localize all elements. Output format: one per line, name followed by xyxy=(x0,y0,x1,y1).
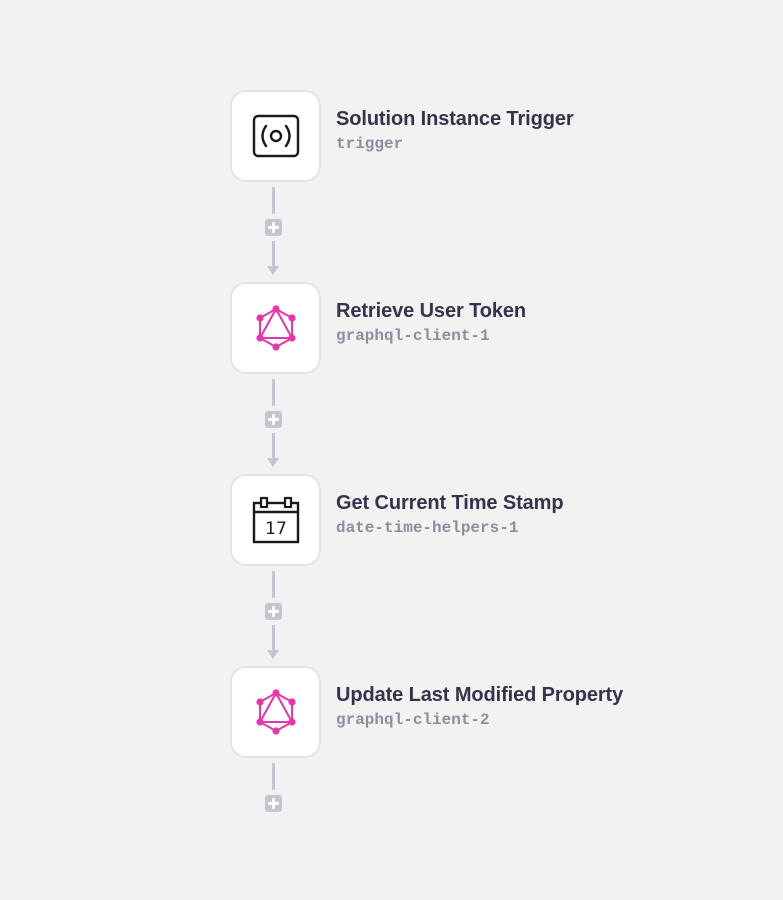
step-card[interactable] xyxy=(230,90,321,182)
step-card[interactable] xyxy=(230,282,321,374)
trigger-icon xyxy=(252,114,299,158)
step-title: Solution Instance Trigger xyxy=(336,108,574,130)
step-card[interactable]: 17 xyxy=(230,474,321,566)
connector-line xyxy=(272,571,275,598)
connector-line xyxy=(272,187,275,214)
add-step-button[interactable] xyxy=(265,603,282,620)
step-title: Get Current Time Stamp xyxy=(336,492,564,514)
add-step-button[interactable] xyxy=(265,795,282,812)
connector-line xyxy=(272,379,275,406)
graphql-icon xyxy=(255,689,296,735)
flow-step-get-current-time-stamp: 17 Get Current Time Stamp date-time-help… xyxy=(230,474,710,566)
step-key: date-time-helpers-1 xyxy=(336,519,519,537)
connector-line xyxy=(272,625,275,651)
add-step-button[interactable] xyxy=(265,219,282,236)
add-step-button[interactable] xyxy=(265,411,282,428)
step-title: Update Last Modified Property xyxy=(336,684,624,706)
calendar-day-label: 17 xyxy=(265,519,287,539)
step-connector xyxy=(264,379,284,469)
flow-step-update-last-modified-property: Update Last Modified Property graphql-cl… xyxy=(230,666,710,758)
step-card[interactable] xyxy=(230,666,321,758)
step-connector xyxy=(264,571,284,661)
connector-line xyxy=(272,241,275,267)
arrow-down-icon xyxy=(267,266,279,275)
graphql-icon xyxy=(255,305,296,351)
flow-step-retrieve-user-token: Retrieve User Token graphql-client-1 xyxy=(230,282,710,374)
arrow-down-icon xyxy=(267,458,279,467)
flow-step-trigger: Solution Instance Trigger trigger xyxy=(230,90,710,182)
step-key: graphql-client-2 xyxy=(336,711,490,729)
step-key: graphql-client-1 xyxy=(336,327,490,345)
calendar-icon: 17 xyxy=(252,496,299,544)
arrow-down-icon xyxy=(267,650,279,659)
step-connector-end xyxy=(264,763,284,815)
step-title: Retrieve User Token xyxy=(336,300,527,322)
step-key: trigger xyxy=(336,135,404,153)
step-connector xyxy=(264,187,284,277)
connector-line xyxy=(272,433,275,459)
connector-line xyxy=(272,763,275,790)
